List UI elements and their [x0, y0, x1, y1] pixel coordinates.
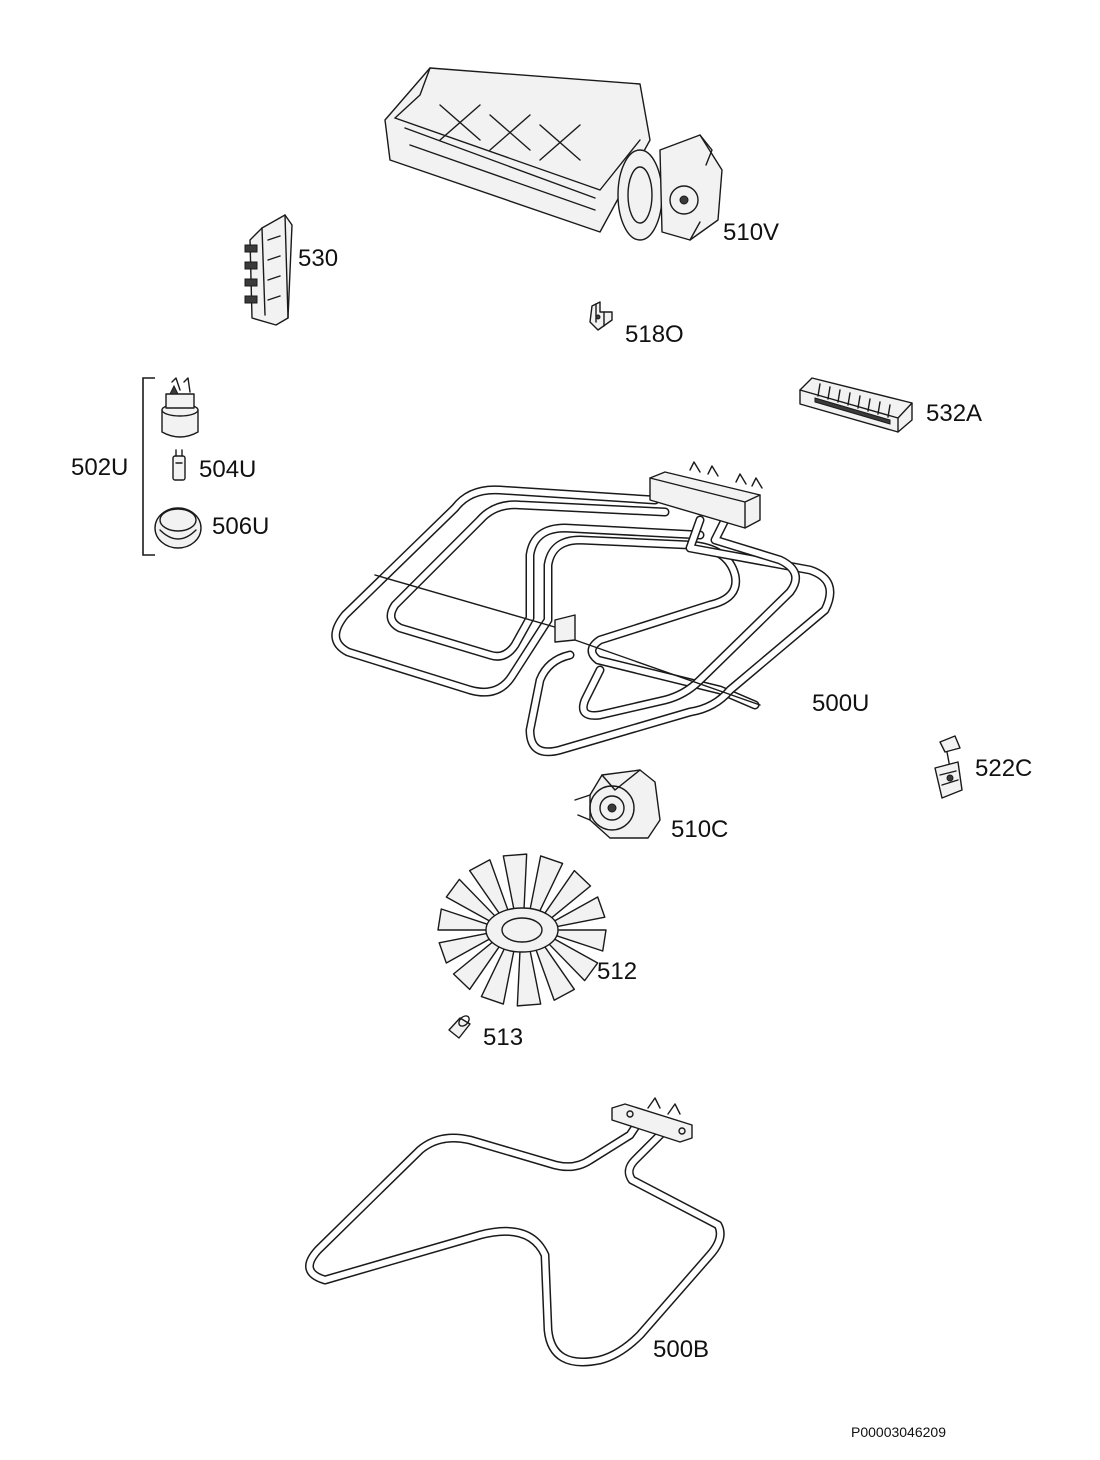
fan-vane [516, 948, 542, 1007]
fan-vane [502, 853, 528, 912]
part-label-532A: 532A [926, 400, 982, 427]
part-label-504U: 504U [199, 456, 256, 483]
fan-blade-icon [437, 853, 607, 1007]
part-label-512: 512 [597, 958, 637, 985]
lower-heater-icon [305, 1097, 725, 1367]
fan-hub [485, 907, 559, 953]
part-label-500B: 500B [653, 1336, 709, 1363]
part-label-522C: 522C [975, 755, 1032, 782]
part-label-506U: 506U [212, 513, 269, 540]
connector-strip-icon [799, 377, 913, 433]
part-label-500U: 500U [812, 690, 869, 717]
part-label-513: 513 [483, 1024, 523, 1051]
document-id: P00003046209 [851, 1424, 946, 1440]
sensor-icon [934, 735, 963, 799]
terminal-block-icon [244, 214, 293, 326]
lamp-socket-icon [161, 377, 199, 438]
part-label-510V: 510V [723, 219, 779, 246]
part-label-502U: 502U [71, 454, 128, 481]
tangential-fan-icon [384, 67, 723, 241]
part-label-518O: 518O [625, 321, 684, 348]
fan-hub-center [501, 917, 543, 943]
part-label-530: 530 [298, 245, 338, 272]
fan-motor-icon [574, 769, 661, 839]
lamp-group-bracket [142, 377, 155, 556]
lamp-cover-icon [154, 507, 202, 549]
lamp-bulb-icon [172, 449, 186, 481]
thermostat-clip-icon [589, 301, 613, 331]
upper-heater-icon [331, 461, 835, 757]
nut-icon [448, 1015, 471, 1039]
part-label-510C: 510C [671, 816, 728, 843]
